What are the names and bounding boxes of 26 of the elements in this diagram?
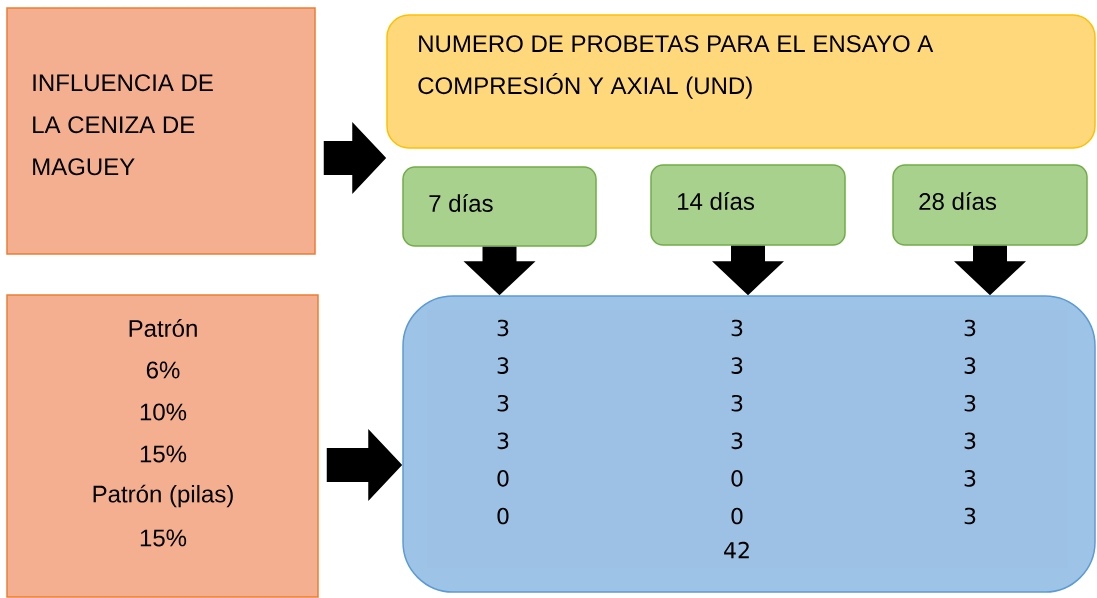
- table-value: 3: [497, 432, 509, 450]
- table-value: 0: [731, 507, 743, 525]
- table-value: 3: [497, 357, 509, 374]
- table-value: 0: [731, 470, 743, 487]
- table-value: 3: [964, 432, 976, 450]
- table-value: 3: [497, 394, 509, 412]
- process-box: 28 días: [892, 164, 1088, 246]
- table-value: 42: [724, 541, 749, 559]
- table-value: 3: [964, 394, 976, 412]
- table-value: 3: [731, 432, 743, 450]
- table-value: 3: [964, 507, 976, 525]
- table-value: 3: [731, 319, 743, 337]
- table-value: 0: [497, 507, 509, 525]
- table-value: 3: [731, 394, 743, 412]
- process-box: 14 días: [650, 164, 846, 246]
- table-value: 3: [497, 319, 509, 337]
- table-box: [402, 295, 1096, 593]
- table-value: 3: [731, 357, 743, 374]
- table-value: 3: [964, 319, 976, 337]
- table-value: 0: [497, 470, 509, 487]
- process-box: NUMERO DE PROBETAS PARA EL ENSAYO A COMPRESIÓN Y AXIAL (UND): [386, 14, 1096, 149]
- process-box: Patrón 6% 10% 15% Patrón (pilas) 15%: [6, 294, 319, 598]
- process-box: 7 días: [402, 166, 597, 247]
- table-value: 3: [964, 357, 976, 374]
- process-box: INFLUENCIA DE LA CENIZA DE MAGUEY: [6, 7, 316, 255]
- table-value: 3: [964, 470, 976, 487]
